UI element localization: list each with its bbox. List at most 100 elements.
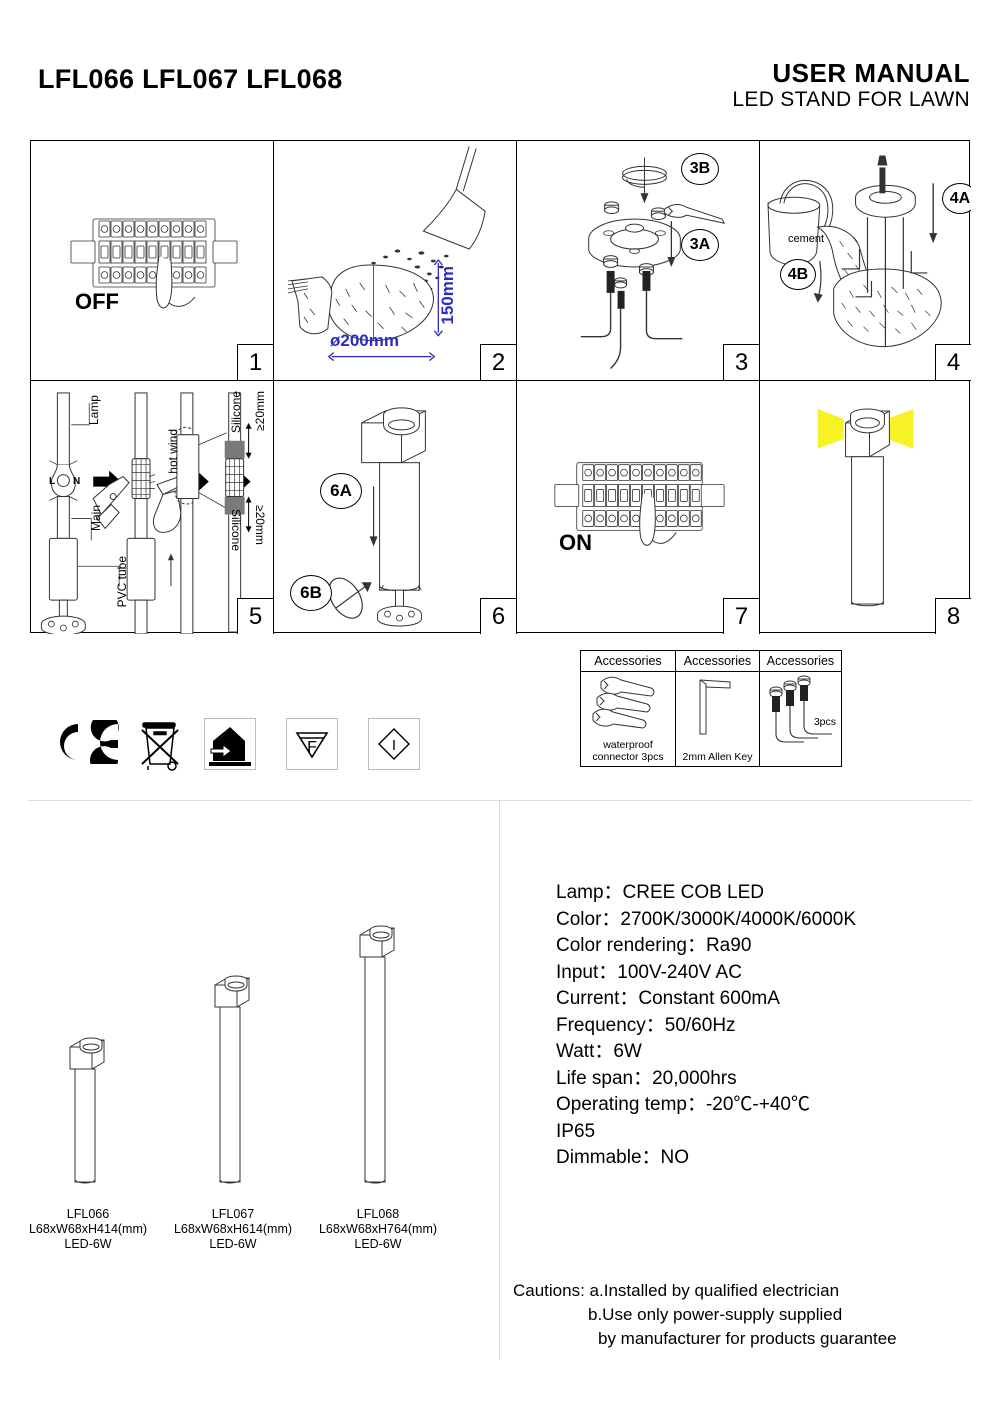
step5-lamp-label: Lamp: [87, 395, 101, 426]
step5-gap-bottom-label: ≥20mm: [253, 505, 267, 545]
product-figure-lfl067: LFL067 L68xW68xH614(mm) LED-6W: [174, 963, 292, 1251]
product-caption-lfl067: LFL067 L68xW68xH614(mm) LED-6W: [148, 1207, 318, 1252]
caution-line-1: Cautions: a.Installed by qualified elect…: [513, 1281, 840, 1300]
waterproof-connector-icon: [592, 676, 655, 729]
certification-icons: F I: [40, 712, 440, 784]
step5-main-label: Main: [89, 505, 103, 532]
step-number-3: 3: [723, 344, 759, 380]
page-header: LFL066 LFL067 LFL068 USER MANUAL LED STA…: [0, 0, 1000, 120]
product-caption-lfl066: LFL066 L68xW68xH414(mm) LED-6W: [3, 1207, 173, 1252]
step5-live-label: L: [49, 476, 56, 487]
cautions-block: Cautions: a.Installed by qualified elect…: [513, 1279, 897, 1351]
product-power-lfl067: LED-6W: [209, 1237, 257, 1251]
lamp-post-drawing-1: [69, 1037, 105, 1184]
step-number-4: 4: [935, 344, 971, 380]
vertical-divider: [499, 800, 500, 1360]
step1-off-label: OFF: [75, 289, 119, 314]
spec-operating-temp: Operating temp：-20℃-+40℃: [556, 1094, 810, 1115]
step-number-8: 8: [935, 598, 971, 634]
step-panel-6: 6A 6B 6: [273, 380, 516, 634]
spec-color: Color：2700K/3000K/4000K/6000K: [556, 908, 857, 930]
accessory-caption-waterproof-connector: waterproof connector 3pcs: [581, 739, 675, 763]
product-power-lfl068: LED-6W: [354, 1237, 402, 1251]
page-title: USER MANUAL: [772, 58, 970, 88]
spec-lamp: Lamp：CREE COB LED: [556, 882, 765, 903]
step4-label-4a: 4A: [942, 183, 971, 214]
dig-hole-illustration: [287, 146, 486, 362]
svg-text:F: F: [307, 739, 317, 756]
step4-label-4b: 4B: [780, 259, 816, 290]
spec-color-rendering: Color rendering：Ra90: [556, 935, 752, 956]
step6-label-6b: 6B: [290, 575, 332, 611]
step-panel-3: 3B 3A 3: [516, 141, 759, 380]
accessory-header-1: Accessories: [581, 651, 675, 672]
product-power-lfl066: LED-6W: [64, 1237, 112, 1251]
product-dimensions-lfl067: L68xW68xH614(mm): [173, 1222, 293, 1236]
step2-depth-label: 150mm: [438, 266, 457, 325]
model-numbers: LFL066 LFL067 LFL068: [38, 64, 343, 94]
instruction-step-grid: OFF 1: [30, 140, 971, 634]
spec-life-span: Life span：20,000hrs: [556, 1067, 737, 1089]
mounting-surface-icon: [204, 718, 256, 770]
product-name-lfl067: LFL067: [211, 1207, 255, 1221]
caution-line-3: by manufacturer for products guarantee: [598, 1329, 897, 1348]
step5-hot-wind-label: hot wind: [166, 429, 180, 474]
accessory-header-3: Accessories: [760, 651, 841, 672]
accessory-header-2: Accessories: [676, 651, 759, 672]
step-panel-4: cement 4A 4B 4: [759, 141, 971, 380]
accessory-qty-anchor-bolts: 3pcs: [813, 716, 836, 728]
svg-text:I: I: [392, 737, 396, 754]
step5-neutral-label: N: [73, 476, 81, 487]
step5-silicone-bottom-label: Silicone: [229, 509, 243, 552]
mount-pole-illustration: [328, 407, 426, 627]
accessory-caption-line1: waterproof: [603, 739, 653, 751]
product-caption-lfl068: LFL068 L68xW68xH764(mm) LED-6W: [293, 1207, 463, 1252]
product-dimensions-lfl066: L68xW68xH414(mm): [28, 1222, 148, 1236]
accessory-cell-anchor-bolts: Accessories: [759, 651, 841, 766]
step6-label-6a: 6A: [320, 473, 362, 509]
step-panel-2: 150mm ø200mm 2: [273, 141, 516, 380]
product-figure-lfl066: LFL066 L68xW68xH414(mm) LED-6W: [29, 1025, 147, 1251]
step2-diameter-label: ø200mm: [330, 331, 399, 350]
step-panel-1: OFF 1: [31, 141, 273, 380]
base-plate-anchors-illustration: [580, 157, 726, 370]
accessories-table: Accessories waterproof connector 3pcs: [580, 650, 842, 767]
product-figures: LFL066 L68xW68xH414(mm) LED-6W: [29, 900, 490, 1251]
step-number-1: 1: [237, 344, 273, 380]
lamp-lit-illustration: [817, 408, 914, 607]
step7-on-label: ON: [559, 530, 592, 555]
caution-line-2: b.Use only power-supply supplied: [588, 1305, 843, 1324]
step-number-6: 6: [480, 598, 516, 634]
product-figure-lfl068: LFL068 L68xW68xH764(mm) LED-6W: [319, 913, 437, 1251]
accessory-caption-allen-key: 2mm Allen Key: [682, 751, 753, 763]
step4-cement-label: cement: [788, 233, 825, 245]
accessory-caption-line2: connector 3pcs: [592, 751, 664, 763]
accessory-cell-allen-key: Accessories 2mm Allen Key: [675, 651, 759, 766]
weee-bin-icon: [132, 716, 188, 779]
class-one-icon: I: [368, 718, 420, 770]
lamp-post-drawing-3: [359, 925, 395, 1184]
allen-key-icon: [699, 679, 731, 735]
step3-label-3b: 3B: [681, 153, 719, 185]
spec-input: Input：100V-240V AC: [556, 961, 742, 983]
breaker-panel-on-illustration: [554, 462, 725, 546]
lamp-post-drawing-2: [214, 975, 250, 1184]
step-panel-8: 8: [759, 380, 971, 634]
ce-mark-icon: [48, 713, 124, 775]
product-name-lfl068: LFL068: [356, 1207, 400, 1221]
step3-label-3a: 3A: [681, 229, 719, 261]
spec-frequency: Frequency：50/60Hz: [556, 1014, 736, 1036]
step-panel-7: ON 7: [516, 380, 759, 634]
breaker-panel-off-illustration: [70, 218, 238, 309]
f-mark-icon: F: [286, 718, 338, 770]
step-number-2: 2: [480, 344, 516, 380]
step-panel-5: Lamp L N Main PVC tube hot wind Silicone…: [31, 380, 273, 634]
spec-watt: Watt：6W: [556, 1041, 642, 1062]
horizontal-divider: [28, 800, 972, 801]
spec-current: Current：Constant 600mA: [556, 988, 780, 1009]
page-subtitle: LED STAND FOR LAWN: [732, 88, 970, 111]
step5-pvc-tube-label: PVC tube: [115, 556, 129, 608]
product-dimensions-lfl068: L68xW68xH764(mm): [318, 1222, 438, 1236]
specification-list: Lamp：CREE COB LED Color：2700K/3000K/4000…: [556, 880, 856, 1172]
